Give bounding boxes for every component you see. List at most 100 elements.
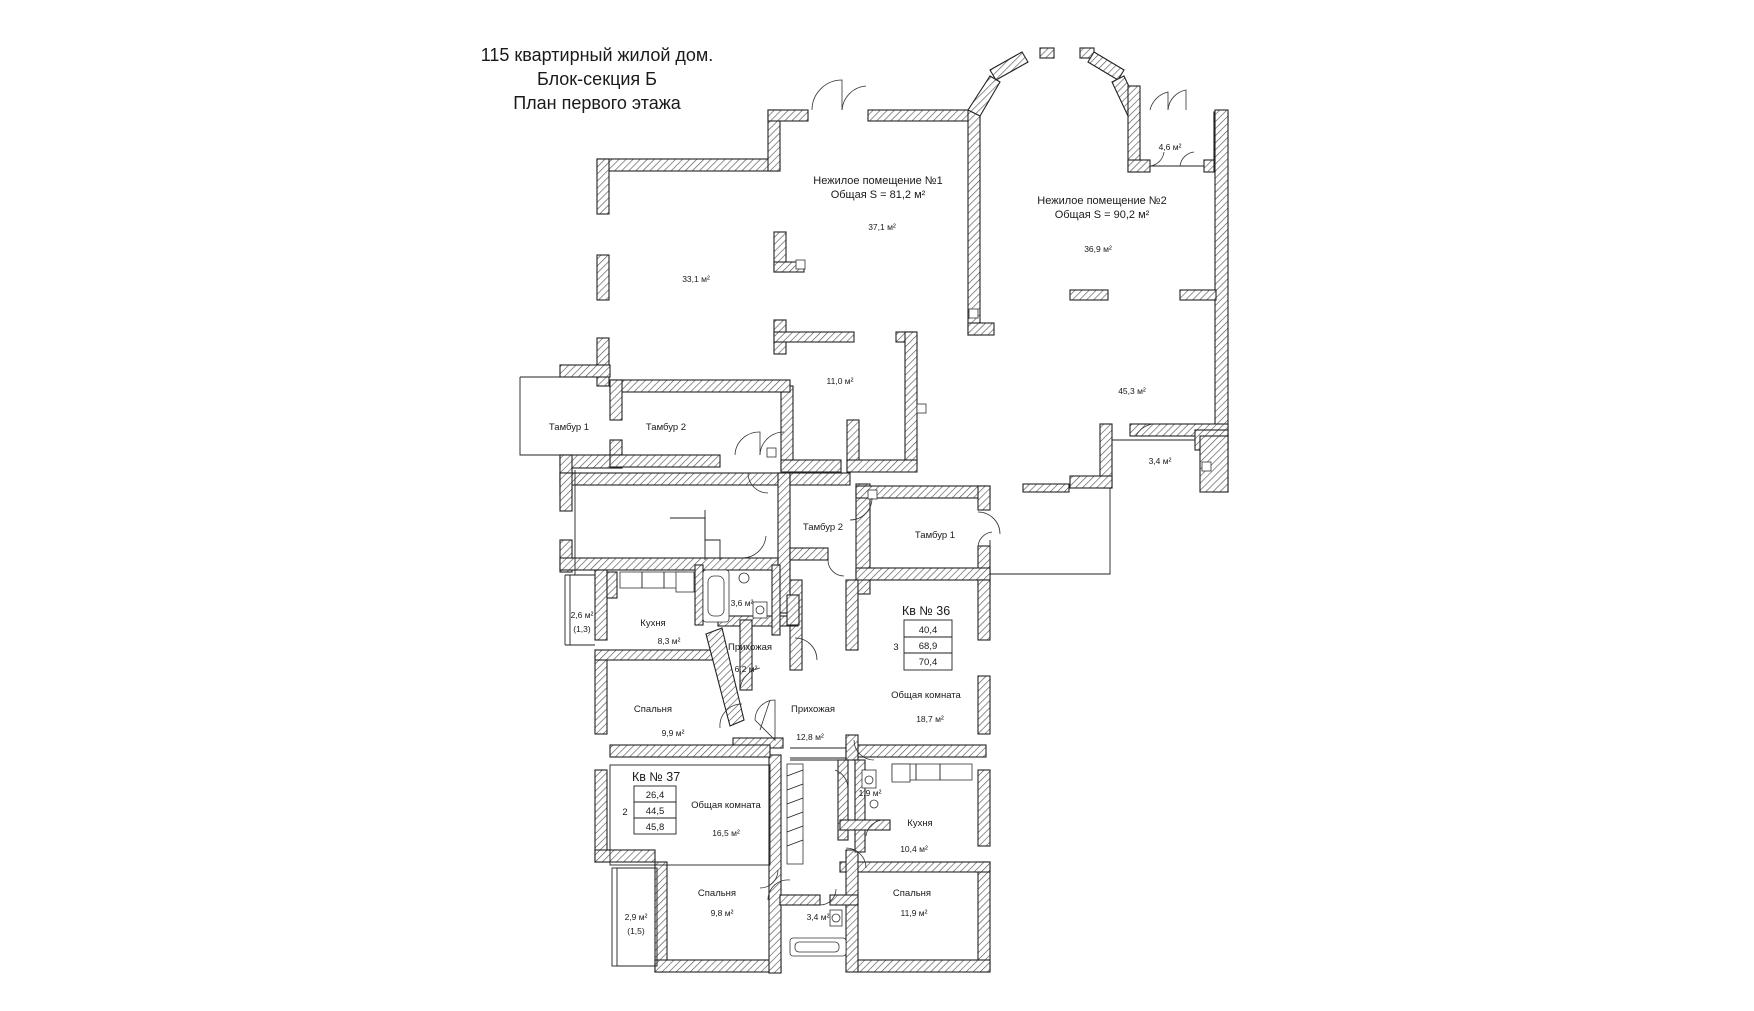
- column: [1179, 289, 1217, 301]
- apt37-bedroom-name: Спальня: [634, 704, 672, 715]
- tambur-2-left-label: Тамбур 2: [646, 422, 686, 433]
- apt36-info-table: Кв № 36 3 40,4 68,9 70,4: [893, 604, 953, 671]
- apt37-info-table: Кв № 37 2 26,4 44,5 45,8: [622, 770, 680, 835]
- wall: [855, 483, 871, 595]
- room-2-name: Нежилое помещение №2: [1037, 195, 1166, 207]
- door-swing: [734, 431, 761, 456]
- bathtub-inner: [794, 941, 840, 953]
- apt36-hall-area: 12,8 м²: [796, 732, 824, 742]
- wall: [609, 454, 721, 468]
- closet: [759, 699, 771, 731]
- room-1-zone-area: 33,1 м²: [682, 274, 710, 284]
- apt37-living-area: 16,5 м²: [712, 828, 740, 838]
- wall: [596, 337, 610, 387]
- apt37-area-total-balcony: 45,8: [646, 822, 665, 833]
- door-swing: [741, 535, 767, 559]
- wall: [845, 849, 859, 973]
- wardrobe: [786, 797, 804, 805]
- wall: [845, 734, 859, 761]
- door-swing: [747, 472, 769, 494]
- closet: [754, 699, 776, 741]
- wall: [596, 158, 781, 172]
- door-swing: [977, 531, 993, 547]
- wall: [559, 364, 611, 378]
- room-2-zone-area: 3,4 м²: [1149, 456, 1172, 466]
- apt37-hall-area: 6,2 м²: [735, 664, 758, 674]
- wall: [594, 769, 608, 863]
- apt36-area-total: 68,9: [919, 641, 938, 652]
- wall: [609, 379, 623, 421]
- apt37-kitchen-area: 8,3 м²: [658, 636, 681, 646]
- wall: [559, 472, 573, 512]
- room-2-total-area: Общая S = 90,2 м²: [1055, 209, 1150, 221]
- apt37-balcony1-area: 2,6 м²: [571, 610, 594, 620]
- apt36-bath-area: 3,4 м²: [807, 912, 830, 922]
- wall: [705, 627, 745, 727]
- wall: [594, 849, 656, 863]
- wall: [967, 109, 981, 336]
- apt36-kitchen-name: Кухня: [907, 818, 932, 829]
- wall: [855, 567, 991, 581]
- door-swing: [794, 637, 818, 661]
- wall: [829, 894, 859, 906]
- wall: [867, 109, 981, 122]
- wall: [839, 819, 891, 831]
- stove: [891, 763, 911, 783]
- title-line-1: 115 квартирный жилой дом.: [481, 45, 714, 65]
- door-swing: [759, 431, 785, 456]
- toilet-bowl: [864, 775, 874, 785]
- bay-wall: [989, 51, 1029, 81]
- wall: [854, 959, 991, 973]
- room-outline: [609, 764, 771, 866]
- wall: [780, 385, 794, 473]
- wall: [596, 158, 610, 215]
- wall: [977, 675, 991, 735]
- apt36-living-name: Общая комната: [891, 690, 961, 701]
- door-swing: [849, 497, 873, 521]
- apt37-area-living: 26,4: [646, 790, 665, 801]
- balcony-2-outline: [611, 867, 658, 967]
- toilet-bowl: [831, 913, 841, 923]
- sink: [738, 572, 750, 584]
- apt37-kitchen-name: Кухня: [640, 618, 665, 629]
- wall: [609, 744, 771, 758]
- sink: [869, 799, 879, 809]
- door-swing: [767, 879, 791, 901]
- apt37-area-total: 44,5: [646, 806, 665, 817]
- apartment-36-labels: Прихожая 12,8 м² Общая комната 18,7 м² 1…: [791, 690, 962, 922]
- stair-steps: [670, 517, 721, 560]
- door-swing: [834, 769, 849, 791]
- wall: [559, 472, 791, 486]
- center-entrance-walls: [789, 472, 1111, 671]
- wall: [594, 655, 608, 735]
- shaft: [867, 489, 878, 500]
- room-2-zone-area: 45,3 м²: [1118, 386, 1146, 396]
- wall: [694, 564, 704, 626]
- title-line-3: План первого этажа: [513, 93, 682, 113]
- tambur-1-right-label: Тамбур 1: [915, 530, 955, 541]
- door-swing: [719, 703, 743, 729]
- door-swing: [853, 739, 875, 761]
- apt37-title: Кв № 37: [632, 770, 680, 784]
- tambur-1-outline: [519, 377, 560, 456]
- wardrobe: [786, 769, 804, 777]
- room-1-total-area: Общая S = 81,2 м²: [831, 189, 926, 201]
- bay-wall: [1039, 47, 1055, 59]
- wall: [845, 579, 859, 651]
- door-swing: [1167, 89, 1187, 111]
- apt36-living-area: 18,7 м²: [916, 714, 944, 724]
- wall: [779, 894, 821, 906]
- apt37-bedroom2-area: 9,8 м²: [711, 908, 734, 918]
- wall: [1127, 159, 1151, 173]
- wall: [977, 579, 991, 641]
- title-line-2: Блок-секция Б: [537, 69, 657, 89]
- wall: [777, 472, 791, 614]
- wall: [845, 744, 987, 758]
- shaft: [916, 403, 927, 414]
- wardrobe: [786, 783, 804, 791]
- apt36-bedroom-name: Спальня: [893, 888, 931, 899]
- apt37-table-frame: [633, 785, 677, 835]
- door-swing: [845, 847, 867, 869]
- door-swing: [977, 511, 1001, 535]
